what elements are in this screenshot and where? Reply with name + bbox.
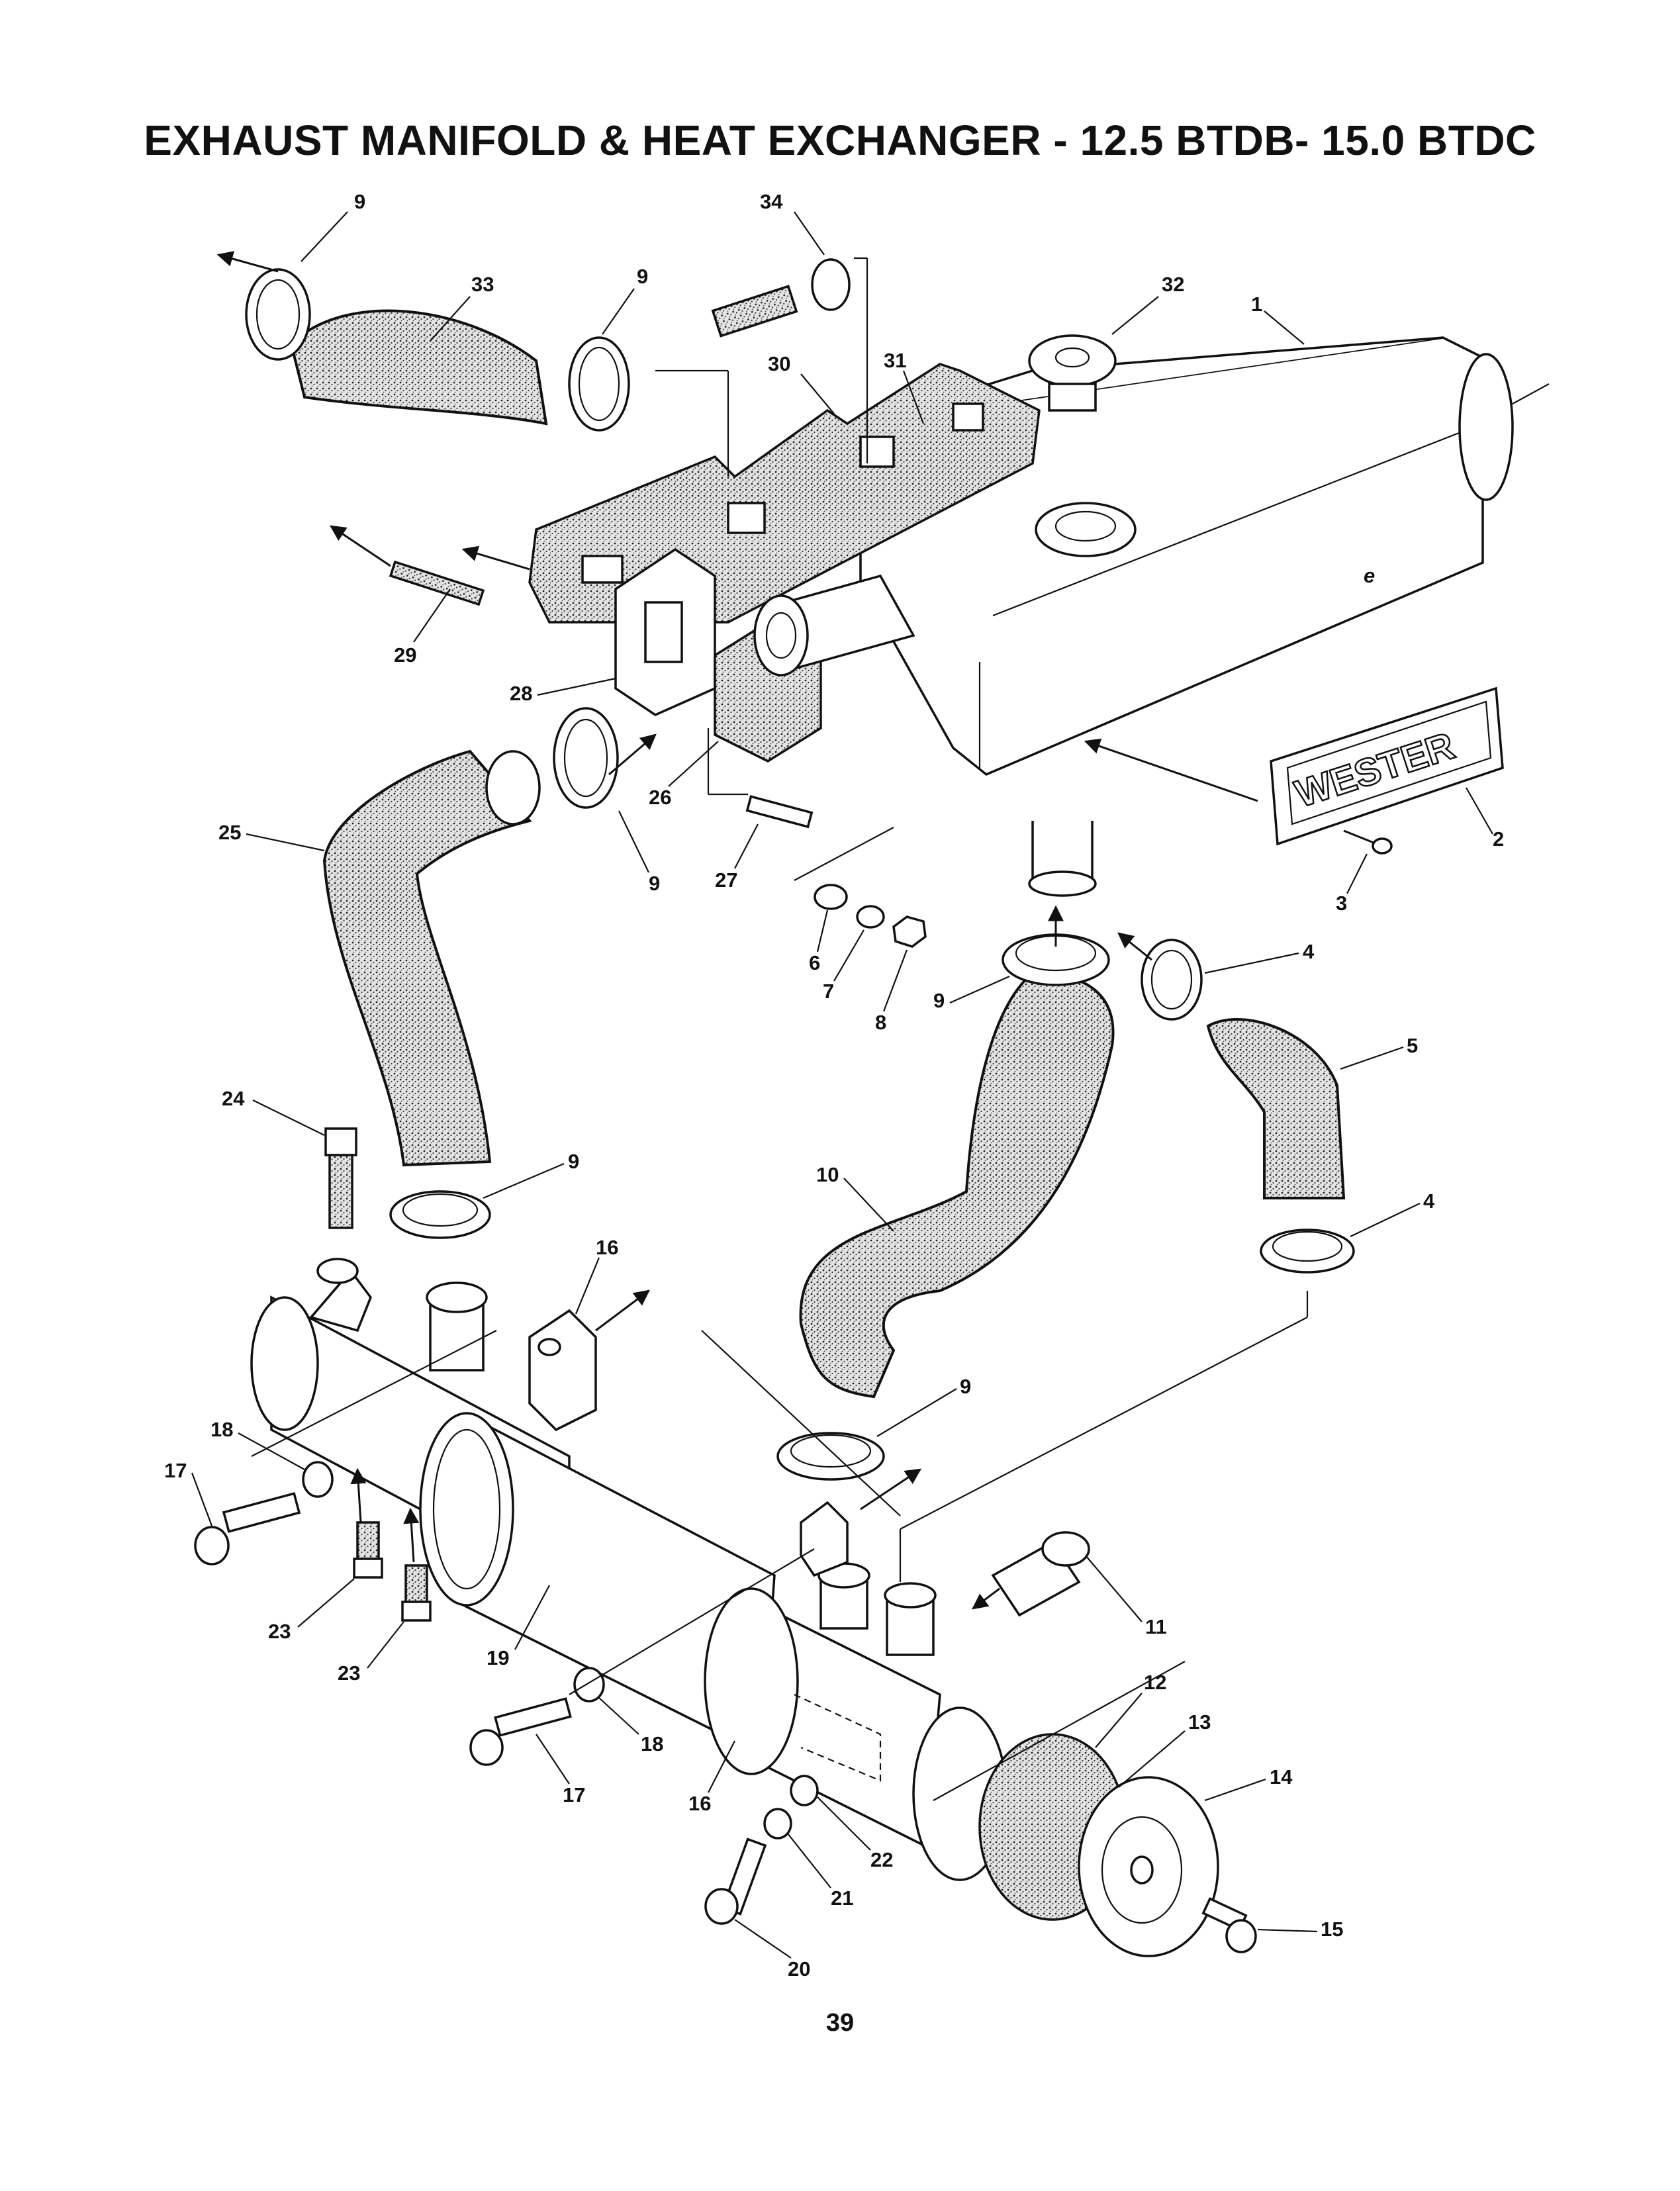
callout-2: 2: [1493, 827, 1504, 851]
stud: [330, 525, 485, 606]
callout-29: 29: [394, 643, 416, 667]
hose-clamp-9b: [568, 336, 630, 432]
callout-9: 9: [637, 265, 648, 288]
callout-17: 17: [164, 1459, 187, 1482]
bolt-17b: [469, 1697, 572, 1766]
callout-23: 23: [338, 1661, 360, 1685]
hose-clamp-4b: [1260, 1229, 1355, 1274]
heat-exchanger-inlet-stubs-right: [817, 1562, 937, 1656]
bolt-17a: [194, 1492, 301, 1565]
callout-16: 16: [596, 1236, 618, 1259]
callout-22: 22: [870, 1848, 893, 1871]
callout-3: 3: [1336, 892, 1347, 915]
manifold-mark: e: [1364, 564, 1375, 587]
nameplate: WESTER: [1270, 686, 1504, 846]
heat-exchanger-mount-bracket: [528, 1309, 849, 1577]
callout-9: 9: [960, 1375, 971, 1398]
bolt-24: [324, 1127, 357, 1229]
heat-exchanger-inlet-stub-left: [426, 1282, 488, 1372]
nut-washer-set: [814, 884, 927, 948]
callout-10: 10: [816, 1163, 839, 1186]
callout-24: 24: [222, 1087, 245, 1110]
callout-31: 31: [884, 349, 906, 372]
page-title: EXHAUST MANIFOLD & HEAT EXCHANGER - 12.5…: [144, 117, 1536, 164]
washer-18a: [302, 1461, 334, 1498]
callout-labels: 9 34 33 9 32 1 30 31 29 28 26 25 9 27 2 …: [164, 190, 1504, 1981]
hose-clamp-9c: [553, 707, 619, 809]
callout-15: 15: [1321, 1918, 1343, 1941]
hose-clamp-9f: [776, 1432, 885, 1481]
callout-23: 23: [268, 1620, 291, 1643]
hose-clamp-9a: [245, 268, 311, 361]
manifold-outlet-elbow: [753, 574, 915, 676]
hose-5: [1206, 1018, 1346, 1199]
nameplate-screw: [1343, 829, 1393, 855]
callout-18: 18: [641, 1732, 663, 1755]
callout-16: 16: [688, 1792, 711, 1815]
hose-clamp-4a: [1141, 939, 1203, 1021]
manifold-gasket: [528, 363, 1041, 624]
callout-9: 9: [649, 872, 660, 895]
callout-4: 4: [1303, 940, 1315, 963]
bolt-20: [704, 1838, 767, 1925]
callout-25: 25: [218, 821, 241, 844]
hose-25: [322, 749, 541, 1167]
end-cap: [1078, 1776, 1219, 1957]
hose-33: [289, 309, 548, 426]
callout-20: 20: [788, 1957, 810, 1981]
washer-21: [763, 1808, 792, 1840]
callout-21: 21: [831, 1887, 853, 1910]
hose-clamp-9e: [389, 1190, 491, 1239]
callout-14: 14: [1270, 1765, 1293, 1789]
flange-bolt: [745, 795, 814, 829]
callout-18: 18: [210, 1418, 233, 1441]
callout-4: 4: [1423, 1189, 1435, 1213]
callout-26: 26: [649, 786, 671, 809]
callout-7: 7: [823, 980, 834, 1003]
callout-11: 11: [1145, 1615, 1167, 1638]
washer-22: [790, 1775, 819, 1806]
callout-1: 1: [1251, 293, 1262, 316]
callout-33: 33: [471, 273, 494, 296]
page-number: 39: [825, 2009, 855, 2037]
bolt-15: [1201, 1897, 1257, 1953]
plug-23a: [353, 1521, 383, 1579]
callout-6: 6: [809, 951, 820, 974]
callout-5: 5: [1407, 1034, 1418, 1057]
hose-10: [799, 971, 1115, 1399]
callout-13: 13: [1188, 1710, 1211, 1734]
callout-9: 9: [933, 989, 945, 1012]
plug-23b: [401, 1564, 432, 1622]
callout-34: 34: [760, 190, 783, 213]
hose-nipple: [711, 258, 851, 338]
zinc-anode-fitting: [991, 1531, 1090, 1617]
pressure-cap: [1028, 334, 1137, 557]
callout-17: 17: [563, 1783, 585, 1806]
leader-lines: [216, 251, 1309, 1801]
callout-9: 9: [354, 190, 365, 213]
callout-27: 27: [715, 868, 737, 892]
callout-28: 28: [510, 682, 532, 705]
manifold-coolant-outlet: [1028, 821, 1097, 897]
callout-12: 12: [1144, 1671, 1166, 1694]
callout-32: 32: [1162, 273, 1184, 296]
callout-30: 30: [768, 352, 790, 375]
callout-9: 9: [568, 1150, 579, 1173]
callout-8: 8: [875, 1011, 886, 1034]
washer-18b: [573, 1667, 605, 1702]
callout-19: 19: [487, 1646, 509, 1669]
